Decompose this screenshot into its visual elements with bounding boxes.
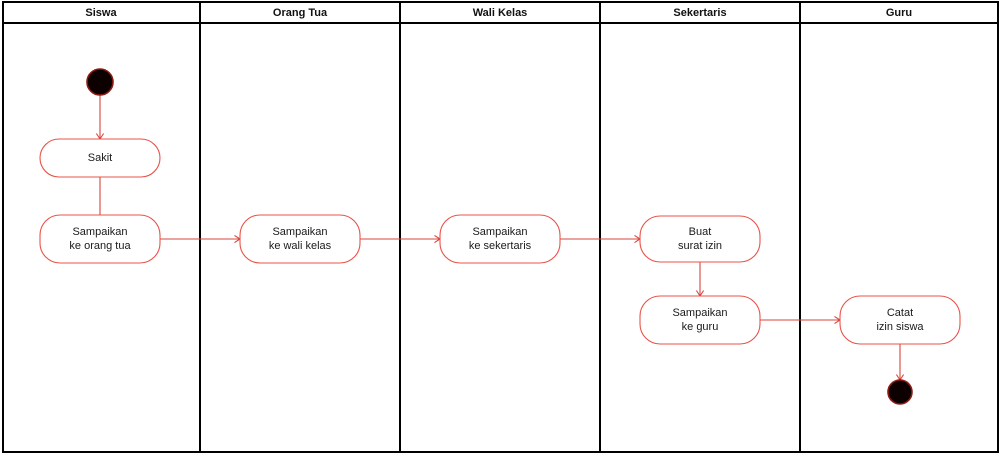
action-node-label-sampaikan-sekre: Sampaikan: [472, 226, 527, 238]
flow-edge-catat-izin-to-end: [895, 344, 905, 382]
action-node-label-sampaikan-wali: ke wali kelas: [269, 240, 332, 252]
node-catat-izin[interactable]: Catat izin siswa: [839, 295, 961, 345]
action-node-shape-sampaikan-wali[interactable]: [239, 214, 361, 264]
action-node-label-sampaikan-guru: Sampaikan: [672, 307, 727, 319]
lane-header-orang-tua: Orang Tua: [273, 7, 328, 19]
node-buat-surat[interactable]: Buat surat izin: [639, 215, 761, 263]
swimlane-header-row: Siswa Orang Tua Wali Kelas Sekertaris Guru: [85, 7, 912, 19]
node-sampaikan-wali[interactable]: Sampaikan ke wali kelas: [239, 214, 361, 264]
action-node-label-catat-izin: Catat: [887, 307, 913, 319]
node-start[interactable]: [86, 68, 114, 96]
final-node-circle[interactable]: [887, 379, 913, 405]
control-flow-edges: [95, 95, 905, 382]
node-sampaikan-sekre[interactable]: Sampaikan ke sekertaris: [439, 214, 561, 264]
action-node-label-buat-surat: surat izin: [678, 240, 722, 252]
action-node-shape-sampaikan-ortu[interactable]: [39, 214, 161, 264]
node-end[interactable]: [887, 379, 913, 405]
action-node-shape-buat-surat[interactable]: [639, 215, 761, 263]
action-node-shape-sampaikan-guru[interactable]: [639, 295, 761, 345]
action-node-label-catat-izin: izin siswa: [876, 321, 924, 333]
lane-header-guru: Guru: [886, 7, 912, 19]
action-node-label-sampaikan-sekre: ke sekertaris: [469, 240, 532, 252]
action-node-label-sampaikan-ortu: Sampaikan: [72, 226, 127, 238]
action-node-shape-sampaikan-sekre[interactable]: [439, 214, 561, 264]
node-sampaikan-guru[interactable]: Sampaikan ke guru: [639, 295, 761, 345]
initial-node-circle[interactable]: [86, 68, 114, 96]
action-node-label-sampaikan-guru: ke guru: [682, 321, 719, 333]
action-node-shape-sakit[interactable]: [39, 138, 161, 178]
action-node-shape-catat-izin[interactable]: [839, 295, 961, 345]
node-sakit[interactable]: Sakit: [39, 138, 161, 178]
action-node-label-sampaikan-ortu: ke orang tua: [69, 240, 131, 252]
action-node-label-sakit: Sakit: [88, 152, 112, 164]
action-node-label-buat-surat: Buat: [689, 226, 712, 238]
action-node-label-sampaikan-wali: Sampaikan: [272, 226, 327, 238]
flow-edge-start-to-sakit: [95, 95, 105, 141]
lane-header-wali-kelas: Wali Kelas: [473, 7, 528, 19]
lane-header-sekertaris: Sekertaris: [673, 7, 726, 19]
lane-header-siswa: Siswa: [85, 7, 117, 19]
flow-edge-buat-surat-to-sampaikan-guru: [695, 262, 705, 298]
node-sampaikan-ortu[interactable]: Sampaikan ke orang tua: [39, 214, 161, 264]
